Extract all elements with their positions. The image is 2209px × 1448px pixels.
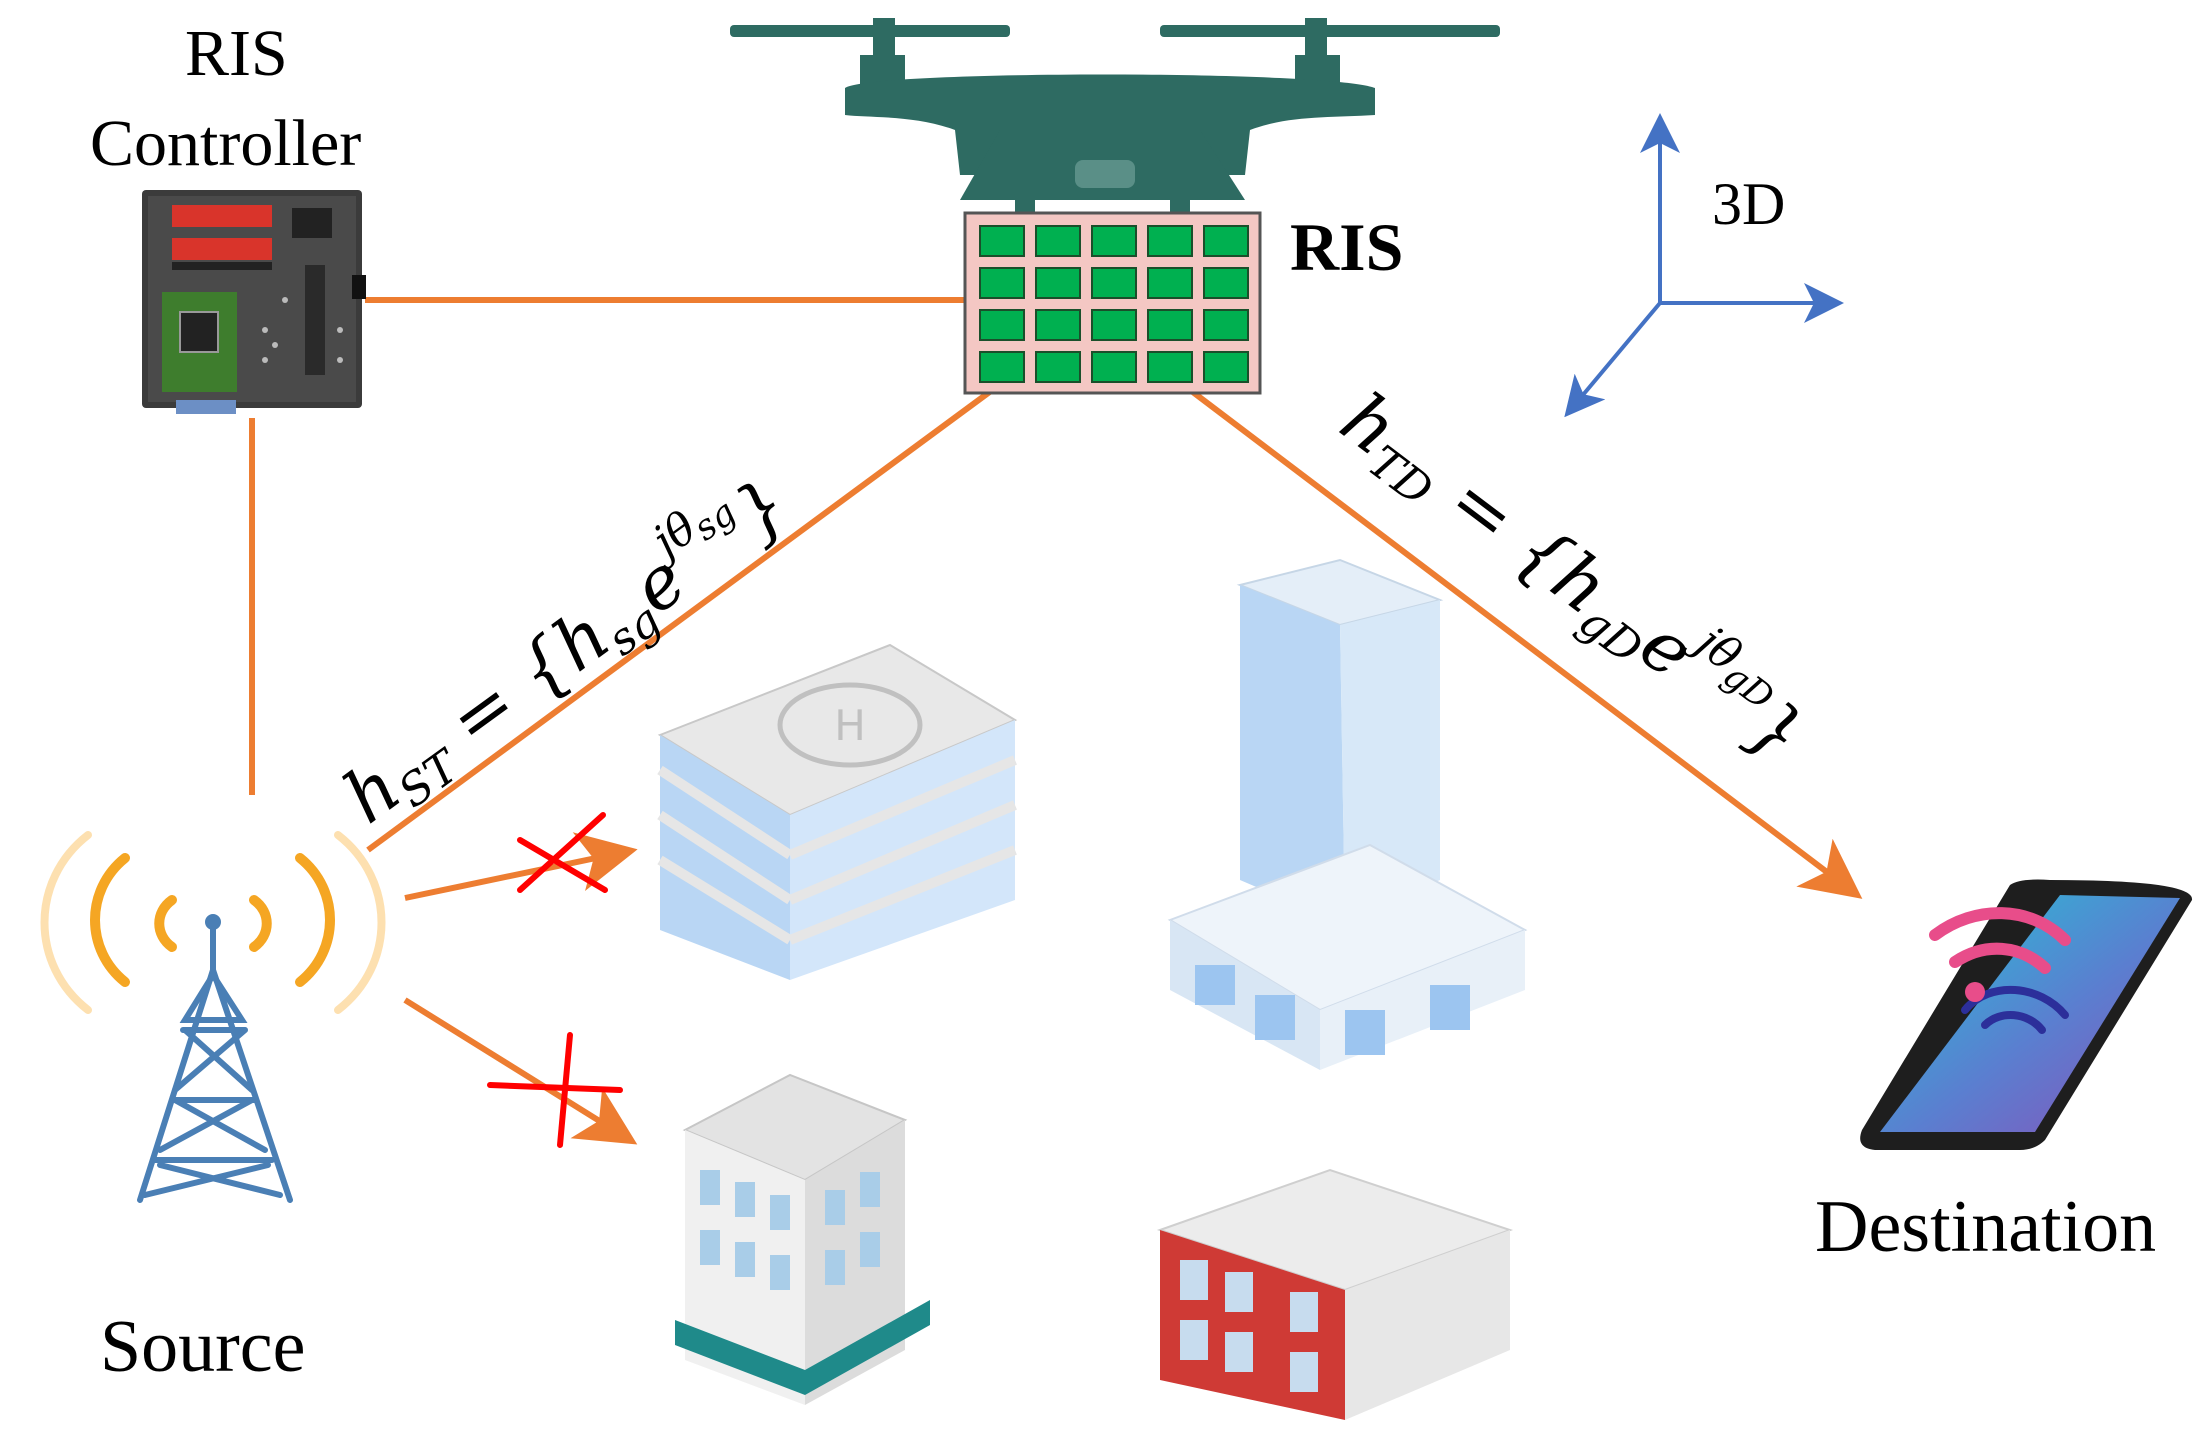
svg-text:H: H (834, 701, 866, 750)
ris-element (1147, 267, 1193, 299)
blocked-link-lower (403, 997, 638, 1145)
ris-element (1035, 225, 1081, 257)
ris-element (1091, 225, 1137, 257)
building-icon-hotel (675, 1073, 930, 1405)
source-to-ris-link (366, 307, 1105, 853)
ris-element (979, 309, 1025, 341)
ris-label: RIS (1290, 209, 1404, 285)
ris-panel-icon (963, 211, 1262, 395)
ris-element (979, 351, 1025, 383)
ris-element (1147, 309, 1193, 341)
3d-axes-icon (1564, 113, 1844, 418)
links (249, 297, 1863, 1145)
ris-controller-label-line1: RIS (185, 17, 288, 90)
ris-element (1203, 351, 1249, 383)
ris-element (1203, 225, 1249, 257)
ris-element (979, 267, 1025, 299)
circuit-board-icon (142, 190, 366, 414)
building-icon-helipad: H (657, 643, 1018, 980)
ris-element (1035, 267, 1081, 299)
smartphone-icon (1860, 879, 2193, 1150)
ris-element (1091, 351, 1137, 383)
ris-element (1091, 309, 1137, 341)
ris-element (1035, 309, 1081, 341)
destination-label: Destination (1815, 1186, 2157, 1268)
ris-element (979, 225, 1025, 257)
blocked-link-upper (404, 832, 638, 901)
ris-to-destination-link (1093, 315, 1863, 899)
ris-element (1203, 267, 1249, 299)
drone-icon (730, 18, 1500, 216)
building-icon-red (1156, 1168, 1514, 1420)
ris-element (1091, 267, 1137, 299)
blocked-cross-icon-lower (487, 1032, 623, 1148)
blocked-cross-icon-upper (517, 812, 608, 893)
signal-waves-icon (40, 831, 386, 1014)
ris-element (1147, 351, 1193, 383)
source-label: Source (100, 1306, 306, 1388)
ris-controller-label-line2: Controller (90, 107, 362, 180)
axes-3d-label: 3D (1712, 171, 1786, 237)
building-icon-tower (1167, 558, 1528, 1070)
ris-element (1035, 351, 1081, 383)
antenna-tower-icon (137, 914, 293, 1203)
ris-element (1147, 225, 1193, 257)
ris-element (1203, 309, 1249, 341)
